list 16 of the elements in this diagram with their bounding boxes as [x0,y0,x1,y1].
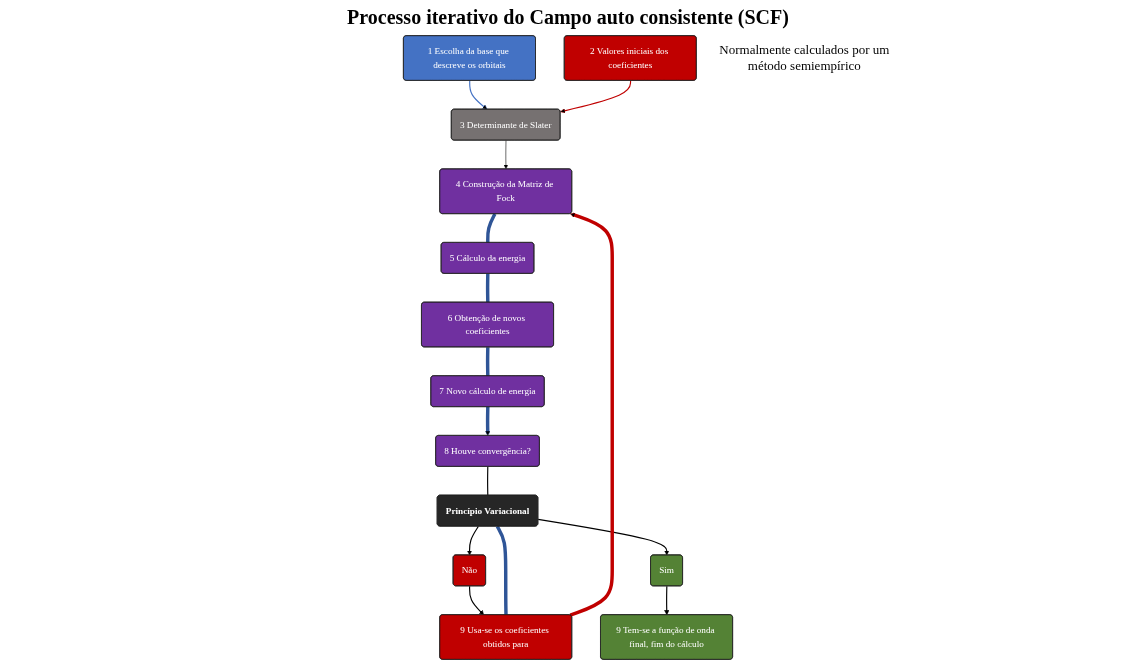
arrow [469,80,488,110]
connector [486,213,497,243]
arrow [503,139,509,170]
node-note: Normalmente calculados por um método semiempírico [718,42,891,74]
arrow [560,80,632,114]
arrow [537,518,670,556]
connector [495,525,508,615]
diagram-title: Processo iterativo do Campo auto consistente (SCF) [347,6,789,29]
connector [487,466,489,496]
arrow [468,585,485,616]
arrow [569,212,614,617]
connector [485,347,490,376]
connector [485,273,490,303]
arrow [467,525,479,556]
arrow [664,585,670,616]
arrow [485,406,491,436]
